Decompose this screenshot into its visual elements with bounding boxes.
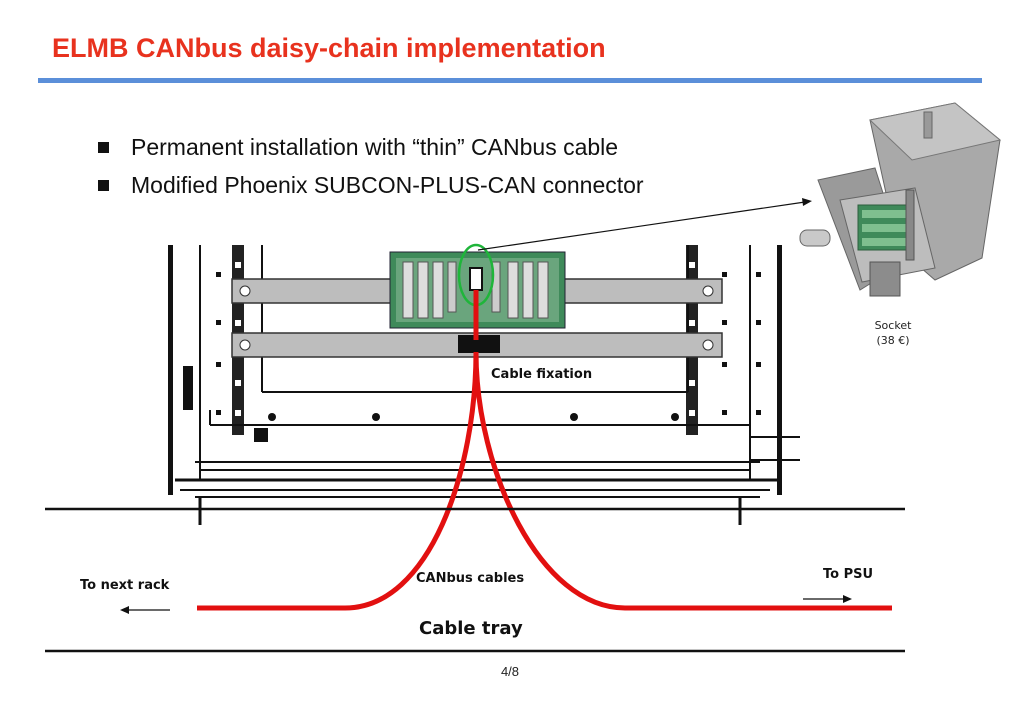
arrow-right-icon	[803, 595, 852, 603]
to-next-rack-label: To next rack	[80, 578, 170, 593]
bullet-text: Modified Phoenix SUBCON-PLUS-CAN connect…	[131, 172, 644, 198]
bullet-item: Modified Phoenix SUBCON-PLUS-CAN connect…	[98, 172, 644, 199]
page-number: 4/8	[500, 664, 520, 679]
cable-fixation-label: Cable fixation	[491, 367, 593, 382]
pointer-arrow	[477, 198, 812, 251]
bullet-text: Permanent installation with “thin” CANbu…	[131, 134, 619, 160]
canbus-cables	[197, 290, 892, 611]
cable-fixation-block	[458, 335, 500, 353]
socket-price: (38 €)	[876, 334, 910, 347]
socket-caption: Socket (38 €)	[858, 318, 928, 348]
bullet-item: Permanent installation with “thin” CANbu…	[98, 134, 618, 161]
slide-title: ELMB CANbus daisy-chain implementation	[52, 33, 606, 63]
socket-connector-image	[799, 102, 1002, 297]
title-underline	[38, 78, 982, 83]
cable-tray-label: Cable tray	[419, 618, 523, 639]
canbus-cables-label: CANbus cables	[416, 571, 525, 586]
bullet-square-icon	[98, 180, 109, 191]
arrow-left-icon	[120, 606, 170, 614]
to-psu-label: To PSU	[823, 567, 874, 582]
socket-label: Socket	[874, 319, 912, 332]
rack-dots	[183, 272, 761, 442]
bullet-square-icon	[98, 142, 109, 153]
